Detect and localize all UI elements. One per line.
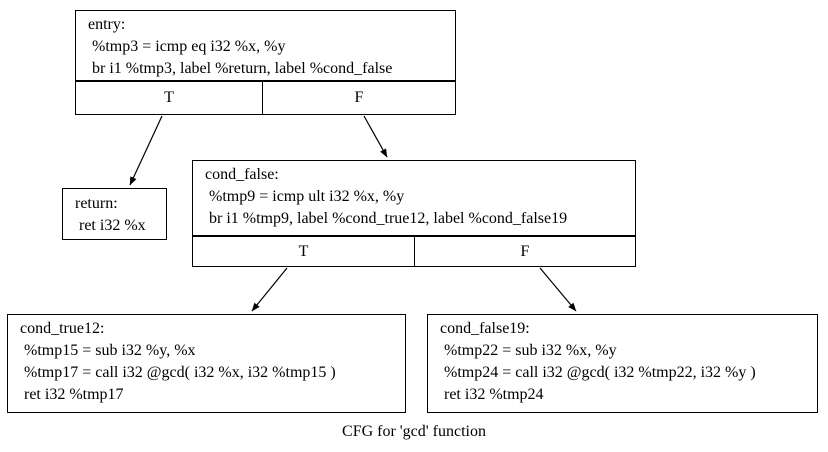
node-cond-true12: cond_true12: %tmp15 = sub i32 %y, %x %tm… [7, 314, 406, 413]
node-return-body: return: ret i32 %x [63, 189, 166, 239]
block-label: entry: [88, 16, 126, 33]
cond-false-false-port: F [520, 242, 530, 260]
node-cond-false19: cond_false19: %tmp22 = sub i32 %x, %y %t… [427, 314, 818, 413]
node-cond-false: cond_false: %tmp9 = icmp ult i32 %x, %y … [192, 160, 636, 267]
node-cond-false-body: cond_false: %tmp9 = icmp ult i32 %x, %y … [193, 161, 635, 235]
ir-line: ret i32 %tmp17 [20, 386, 124, 403]
ir-line: %tmp9 = icmp ult i32 %x, %y [205, 188, 405, 205]
ir-line: %tmp24 = call i32 @gcd( i32 %tmp22, i32 … [440, 364, 756, 381]
block-label: cond_true12: [20, 320, 105, 337]
ir-line: %tmp17 = call i32 @gcd( i32 %x, i32 %tmp… [20, 364, 336, 381]
node-entry-body: entry: %tmp3 = icmp eq i32 %x, %y br i1 … [76, 11, 455, 80]
ir-line: ret i32 %x [75, 217, 146, 234]
node-entry: entry: %tmp3 = icmp eq i32 %x, %y br i1 … [75, 10, 456, 115]
cond-false-true-port: T [193, 237, 415, 266]
graph-caption: CFG for 'gcd' function [342, 423, 486, 440]
entry-branch-row: T F [76, 80, 455, 114]
entry-true-port: T [76, 82, 263, 114]
cond-false-branch-row: T F [193, 235, 635, 266]
edge-cond-false-false-to-cond-false19 [539, 267, 577, 312]
ir-line: %tmp15 = sub i32 %y, %x [20, 342, 196, 359]
node-return: return: ret i32 %x [62, 188, 167, 240]
edge-entry-true-to-return [129, 115, 163, 186]
ir-line: ret i32 %tmp24 [440, 386, 544, 403]
ir-line: %tmp3 = icmp eq i32 %x, %y [88, 38, 286, 55]
block-label: return: [75, 195, 118, 212]
edge-entry-false-to-cond-false [363, 115, 388, 158]
block-label: cond_false: [205, 166, 279, 183]
ir-line: br i1 %tmp9, label %cond_true12, label %… [205, 210, 568, 227]
block-label: cond_false19: [440, 320, 530, 337]
entry-false-port: F [354, 89, 364, 106]
node-cond-true12-body: cond_true12: %tmp15 = sub i32 %y, %x %tm… [8, 315, 405, 412]
edge-cond-false-true-to-cond-true12 [251, 267, 288, 312]
node-cond-false19-body: cond_false19: %tmp22 = sub i32 %x, %y %t… [428, 315, 817, 412]
ir-line: %tmp22 = sub i32 %x, %y [440, 342, 617, 359]
ir-line: br i1 %tmp3, label %return, label %cond_… [88, 60, 393, 77]
